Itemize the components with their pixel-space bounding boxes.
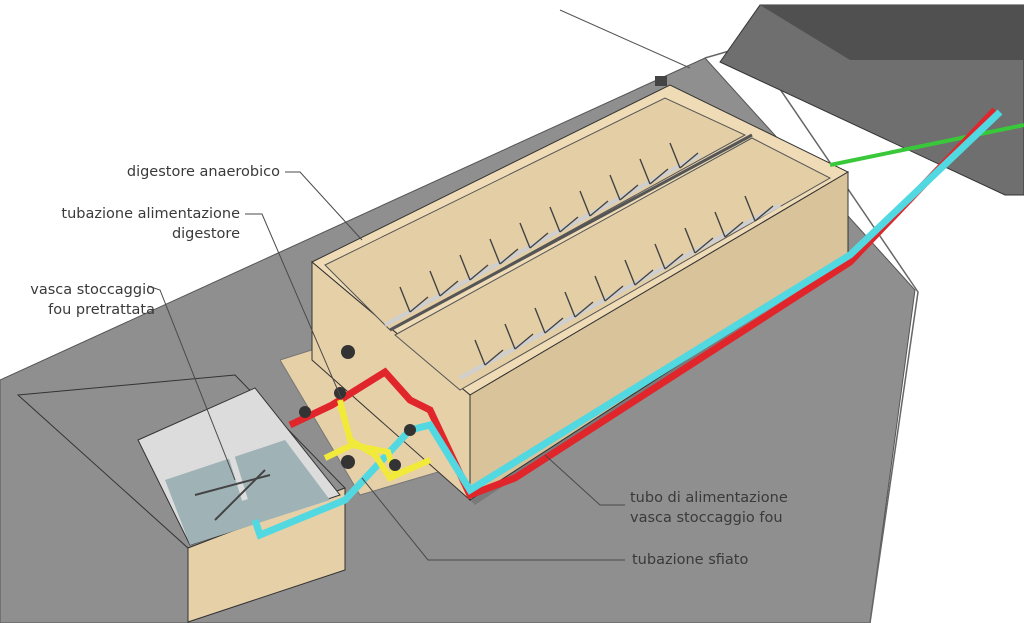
label-supply-pipe-2: vasca stoccaggio fou (630, 510, 783, 526)
digester-divider-wall (389, 133, 753, 332)
pipe-cyan (251, 109, 1003, 540)
storage-mixer-blades (194, 469, 271, 521)
label-vent-pipe: tubazione sfiato (632, 552, 749, 568)
label-digester: digestore anaerobico (126, 164, 280, 180)
label-feed-pipe-1: tubazione alimentazione (61, 206, 240, 222)
digester-vent-cap (655, 76, 667, 86)
leader-lines (147, 171, 625, 561)
label-storage-tank-2: fou pretrattata (48, 302, 155, 318)
label-storage-tank-1: vasca stoccaggio (30, 282, 155, 298)
ground-edge-line (559, 9, 691, 69)
digester-agitators (384, 142, 781, 380)
storage-mixer-shaft (225, 444, 248, 501)
adjacent-building-roof (760, 5, 1024, 60)
label-feed-pipe-2: digestore (171, 226, 240, 242)
digester-inner-right (394, 137, 832, 391)
pipe-red (288, 107, 998, 500)
label-supply-pipe-1: tubo di alimentazione (630, 490, 788, 506)
pipe-green (829, 123, 1024, 167)
pump-icons (299, 345, 416, 471)
storage-tank-water (165, 440, 330, 545)
